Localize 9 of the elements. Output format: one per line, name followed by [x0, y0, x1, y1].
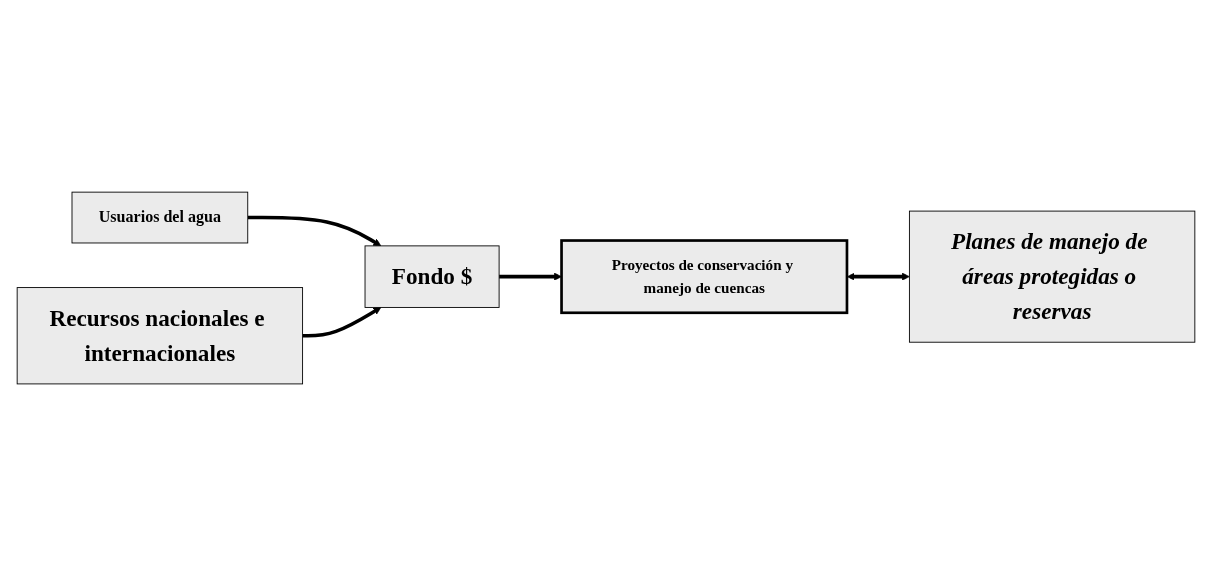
arrow — [302, 307, 382, 338]
arrow — [499, 273, 562, 282]
node-box: Planes de manejo de áreas protegidas o reservas — [908, 211, 1196, 344]
node-box: Fondo $ — [364, 245, 500, 309]
arrow — [846, 273, 910, 282]
node-box: Recursos nacionales e internacionales — [16, 287, 304, 385]
node-box: Proyectos de conservación y manejo de cuencas — [560, 239, 849, 315]
arrow — [247, 216, 382, 247]
node-box: Usuarios del agua — [71, 192, 249, 244]
